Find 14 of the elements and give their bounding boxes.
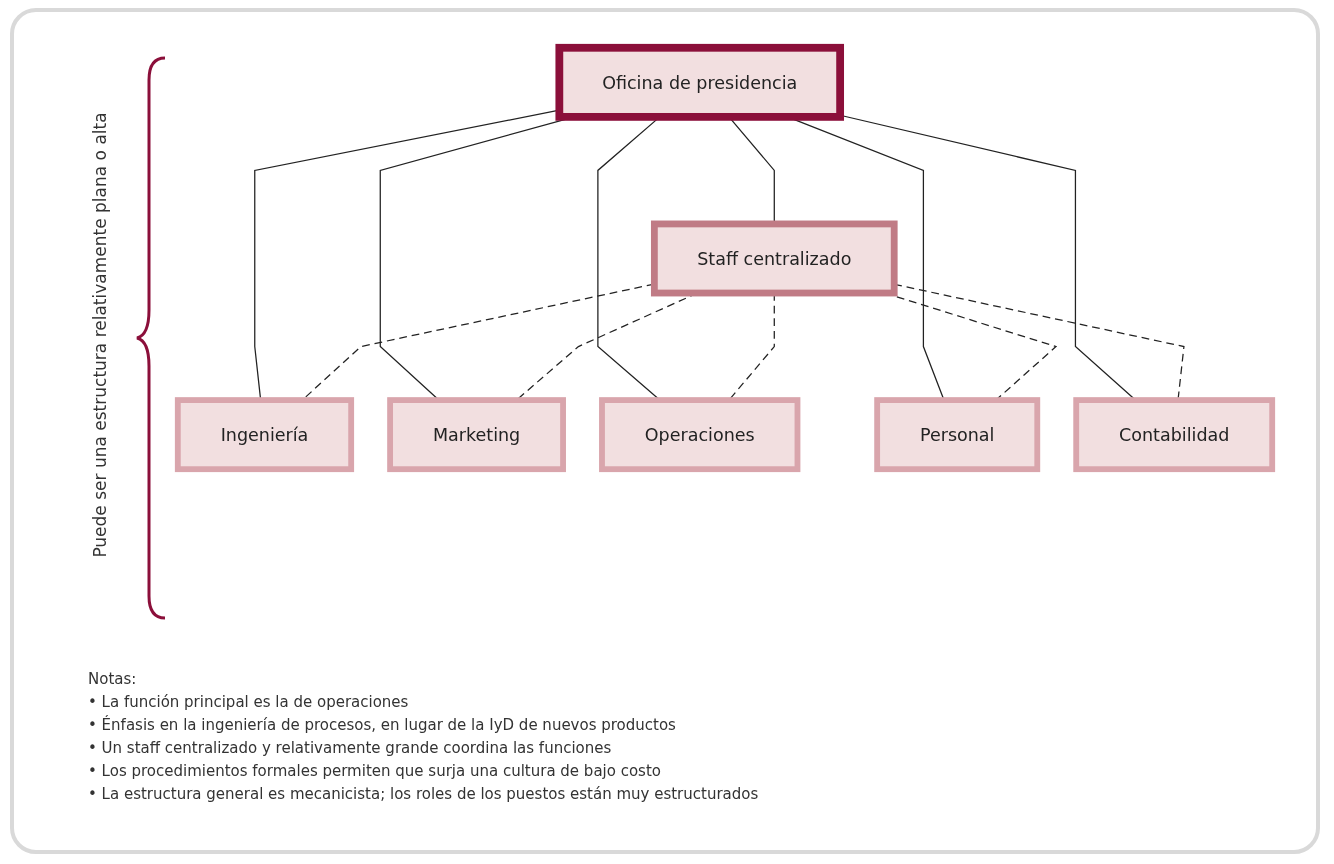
node-box: Contabilidad (1073, 397, 1276, 473)
node-box: Personal (874, 397, 1041, 473)
note-item: • Los procedimientos formales permiten que surja una cultura de bajo costo (88, 762, 662, 780)
node-box: Marketing (387, 397, 566, 473)
note-item: • La estructura general es mecanicista; los roles de los puestos están muy estructurados (88, 785, 759, 803)
node-box: Staff centralizado (650, 220, 898, 297)
note-item: • Un staff centralizado y relativamente grande coordina las funciones (88, 739, 613, 757)
note-item: • La función principal es la de operaciones (88, 693, 410, 711)
node-box: Operaciones (599, 397, 801, 473)
node-box: Oficina de presidencia (555, 43, 844, 121)
note-item: • Énfasis en la ingeniería de procesos, en lugar de la IyD de nuevos productos (88, 716, 677, 734)
node-box: Ingeniería (174, 397, 355, 473)
notes-heading: Notas: (88, 670, 138, 688)
side-note: Puede ser una estructura relativamente plana o alta (90, 112, 110, 558)
